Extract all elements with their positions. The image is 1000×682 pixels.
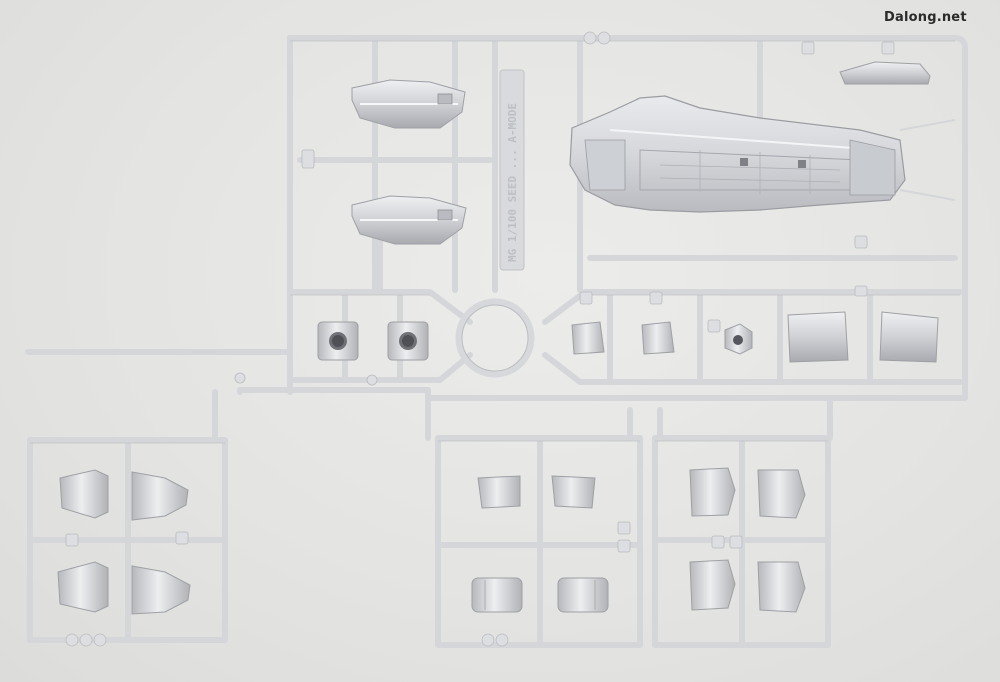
cowl-part-1 (59, 469, 109, 519)
nozzle-part-1 (477, 475, 521, 509)
cowl-part-4 (131, 565, 191, 615)
cowl-part-3 (57, 561, 109, 613)
box-part-1 (787, 311, 849, 363)
sprue-ring-hub (455, 298, 535, 378)
cylinder-part-1 (471, 577, 523, 613)
hull-part (569, 95, 956, 213)
armor-part-lower (351, 195, 467, 245)
square-joint-part-1 (317, 321, 359, 361)
small-bracket-part (839, 61, 931, 85)
sprue-frame (25, 35, 968, 648)
shell-part-3 (689, 559, 736, 611)
small-block-part-1 (571, 321, 605, 355)
sprue-spine-text: MG 1/100 SEED ... A-MODE (506, 103, 519, 262)
cowl-part-2 (131, 471, 189, 521)
shell-part-4 (757, 561, 806, 613)
watermark-text: Dalong.net (884, 10, 967, 25)
nozzle-part-2 (551, 475, 596, 509)
small-block-part-2 (641, 321, 675, 355)
gate-tabs (65, 31, 895, 647)
hex-nut-part (724, 323, 753, 355)
shell-part-2 (757, 469, 806, 519)
shell-part-1 (689, 467, 736, 517)
armor-part-upper (351, 79, 466, 129)
box-part-2 (879, 311, 939, 363)
square-joint-part-2 (387, 321, 429, 361)
sprue-label-plate: MG 1/100 SEED ... A-MODE (499, 69, 525, 271)
cylinder-part-2 (557, 577, 609, 613)
